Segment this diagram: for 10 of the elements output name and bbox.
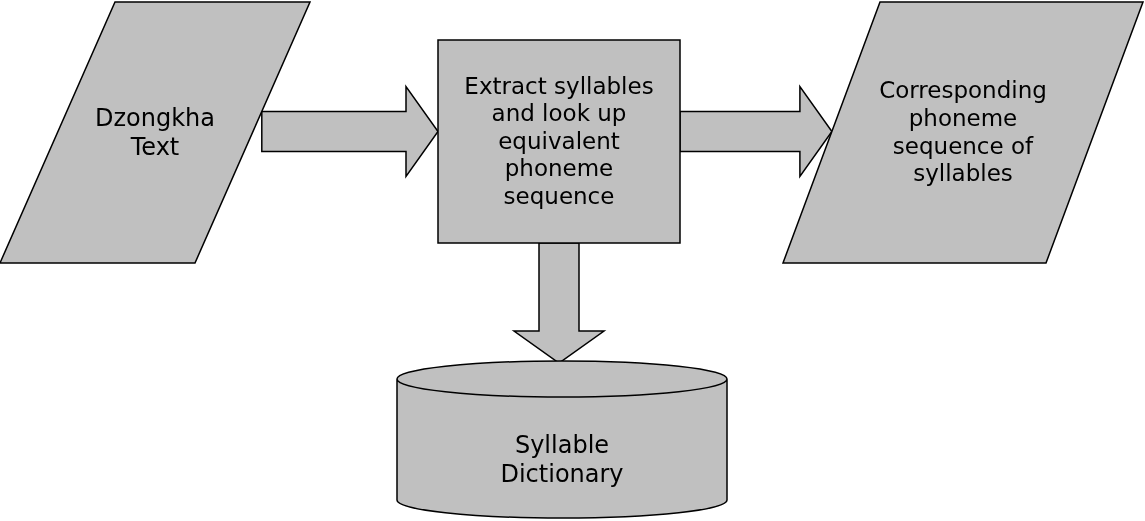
node-label: Dzongkha Text (94, 103, 216, 162)
parallelogram-shape (783, 2, 1143, 263)
database-cylinder (397, 361, 727, 518)
process-box (438, 40, 680, 243)
block-arrow (679, 84, 833, 179)
parallelogram-shape (0, 2, 310, 263)
node-label: Syllable Dictionary (499, 429, 625, 489)
node-label: Extract syllables and look up equivalent phoneme sequence (463, 72, 655, 211)
node-label: Corresponding phoneme sequence of syllables (878, 77, 1048, 188)
block-arrow (261, 84, 439, 179)
